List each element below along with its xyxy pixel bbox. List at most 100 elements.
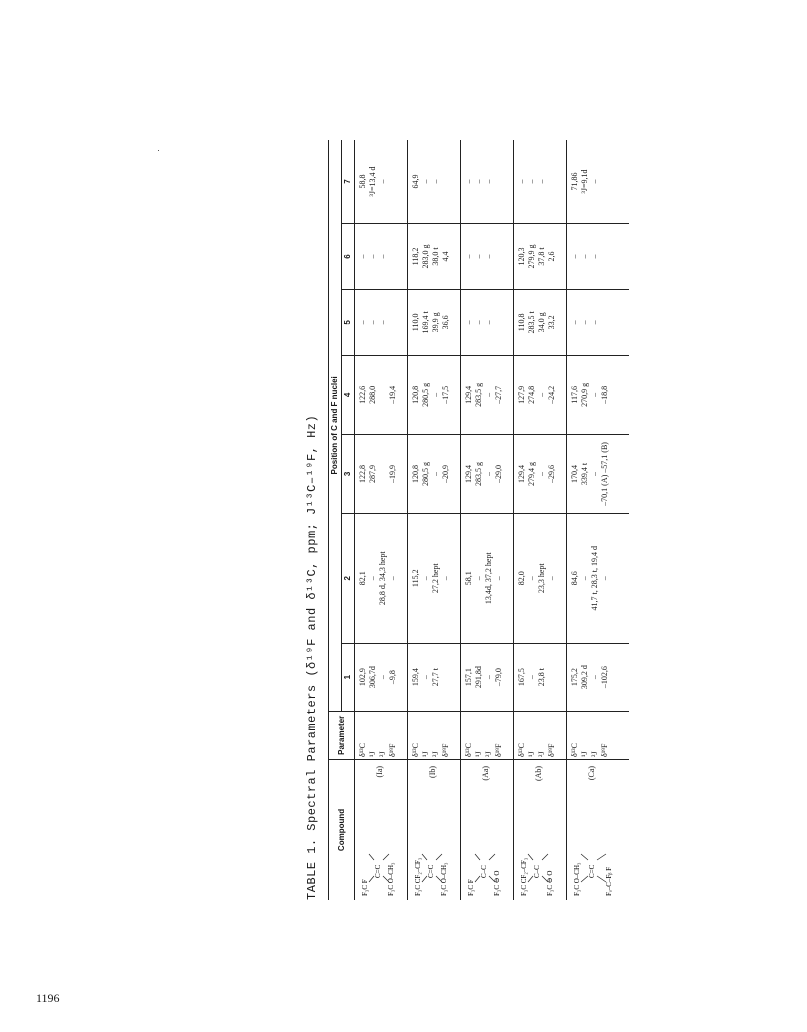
param-label: ¹J [580, 751, 589, 757]
value: – [517, 179, 526, 184]
value-cell-ab-pos4: 127,9 274,8 – –24,2 [513, 355, 567, 435]
value: 120,8 [411, 385, 420, 404]
param-label: ²J [590, 751, 599, 757]
value-cell-ib-pos3: 120,8 280,5 g – –20,9 [407, 434, 461, 514]
value: – [358, 320, 367, 325]
value: – [474, 254, 483, 259]
value: –17,5 [441, 385, 450, 404]
value: – [441, 576, 450, 581]
value: 38,0 t [431, 247, 440, 266]
param-label: δ¹³C [570, 743, 579, 757]
value: 28,8 d, 34,3 hept [378, 551, 387, 606]
value: 23,8 t [537, 667, 546, 687]
scan-speck [158, 150, 159, 151]
value: –24,2 [547, 385, 556, 404]
value: 118,2 [411, 247, 420, 266]
value: – [484, 179, 493, 184]
param-label: δ¹³C [517, 743, 526, 757]
value: – [474, 320, 483, 325]
value: –19,9 [388, 464, 397, 483]
param-label: ²J [431, 751, 440, 757]
value-cell-ia-pos6: – – – [354, 223, 408, 290]
value: – [484, 320, 493, 325]
value-cell-ia-pos5: – – – [354, 289, 408, 356]
compound-cell-ab: F₃C CF₂–CF₃ C–C F₃C ⊖ O (Ab) [513, 759, 567, 900]
structure-ia-mid: C=C [374, 864, 382, 878]
value: 2,6 [547, 251, 556, 262]
value [600, 292, 610, 353]
value: – [580, 320, 589, 325]
param-label: ¹J [527, 751, 536, 757]
value [494, 226, 504, 287]
value: 33,2 [547, 315, 556, 330]
value-cell-aa-pos4: 129,4 283,5 g – –27,7 [460, 355, 514, 435]
compound-cell-ib: F₃C CF₂–CF₃ C=C F₃C O–CH₃ (Ib) [407, 759, 461, 900]
value: – [378, 675, 387, 680]
param-label: ²J [537, 751, 546, 757]
value-cell-ca-pos5: – – – [566, 289, 629, 356]
structure-aa-top: F₃C F [467, 879, 475, 896]
value: – [527, 675, 536, 680]
value-cell-ab-pos1: 167,5 – 23,8 t [513, 643, 567, 712]
value [494, 142, 504, 221]
value: 64,9 [411, 174, 420, 189]
value: – [537, 471, 546, 476]
position-4-header: 4 [341, 355, 355, 435]
value: – [474, 179, 483, 184]
value: 13,4d, 37,2 hept [484, 552, 493, 605]
spectral-parameters-table: Compound Parameter Position of C and F n… [328, 140, 629, 900]
value: – [484, 471, 493, 476]
value [494, 292, 504, 353]
value: 159,4 [411, 668, 420, 687]
value: – [484, 675, 493, 680]
value [600, 226, 610, 287]
value-cell-ib-pos2: 115,2 – 27,2 hept – [407, 513, 461, 644]
value: – [484, 254, 493, 259]
value-cell-ca-pos6: – – – [566, 223, 629, 290]
value: 306,7d [368, 666, 377, 689]
value-cell-ia-pos3: 122,8 287,9 –19,9 [354, 434, 408, 514]
value: ³J=9,1d [580, 169, 589, 194]
value: – [378, 179, 387, 184]
value: – [590, 392, 599, 397]
value: – [570, 320, 579, 325]
value: 120,8 [411, 464, 420, 483]
structure-aa-mid: C–C [480, 865, 488, 878]
value: – [464, 320, 473, 325]
value: – [590, 675, 599, 680]
value: –18,8 [600, 385, 609, 404]
value: 274,8 [527, 385, 536, 404]
value: 167,5 [517, 668, 526, 687]
value [547, 646, 557, 709]
value-cell-ia-pos7: 58,8 ³J=13,4 d – [354, 140, 408, 224]
value: – [527, 576, 536, 581]
value: –27,7 [494, 385, 503, 404]
value: – [388, 576, 397, 581]
structure-ca-top: F₃C O–CH₃ [573, 862, 581, 896]
value: – [474, 576, 483, 581]
param-label: δ¹⁹F [600, 743, 609, 757]
value: 110,8 [517, 313, 526, 332]
value: 283,5 t [527, 311, 536, 334]
value-cell-ca-pos3: 170,4 339,4 t – –70,1 (A) –57,1 (B) [566, 434, 629, 514]
value: – [358, 254, 367, 259]
header-row-1: Compound Parameter Position of C and F n… [328, 140, 355, 900]
value: – [378, 254, 387, 259]
param-labels-aa: δ¹³C ¹J ²J δ¹⁹F [460, 711, 514, 760]
value: 36,6 [441, 315, 450, 330]
value: 122,6 [358, 385, 367, 404]
structure-ia-svg: F₃C F C=C F₃C O–CH₃ [361, 853, 395, 896]
value [441, 646, 451, 709]
value: – [494, 576, 503, 581]
value: –20,9 [441, 464, 450, 483]
structure-ib-mid: C=C [427, 864, 435, 878]
param-labels-ab: δ¹³C ¹J ²J δ¹⁹F [513, 711, 567, 760]
value: 23,3 hept [537, 563, 546, 594]
value-cell-aa-pos2: 58,1 – 13,4d, 37,2 hept – [460, 513, 514, 644]
value: –29,6 [547, 464, 556, 483]
value [600, 142, 610, 221]
value: 288,0 [368, 385, 377, 404]
value [388, 142, 398, 221]
compound-id-aa: (Aa) [481, 765, 490, 781]
value: 283,5 g [474, 461, 483, 486]
